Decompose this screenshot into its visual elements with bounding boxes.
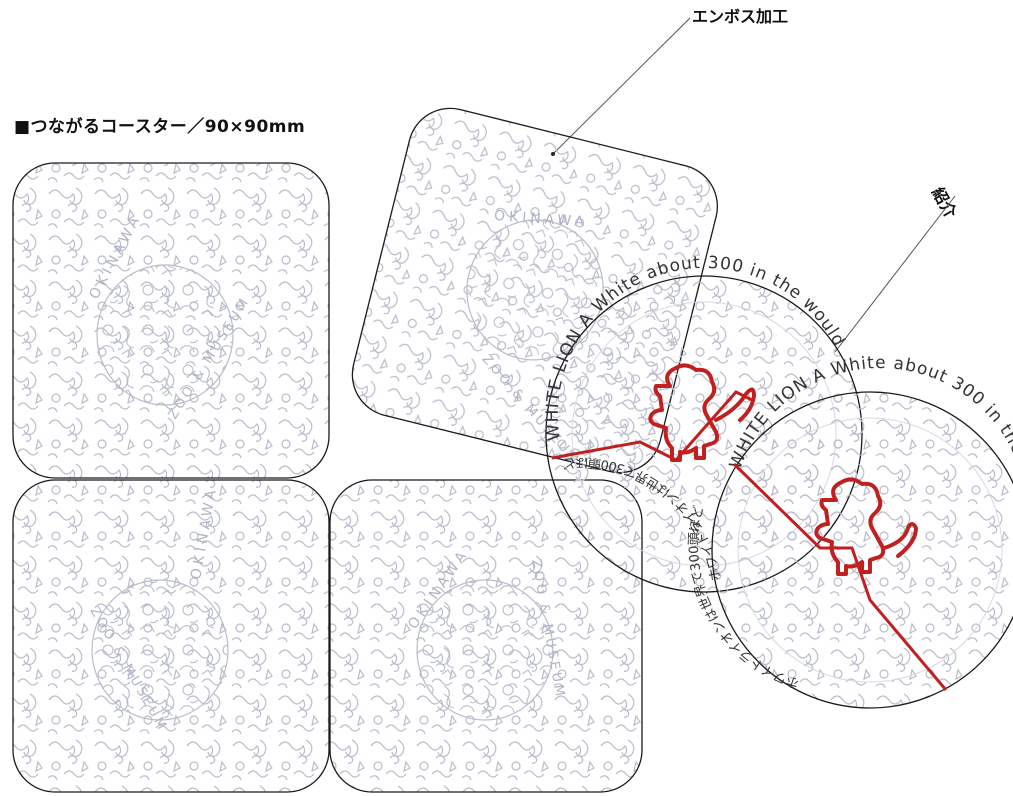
emboss-callout-line (552, 17, 691, 155)
coaster-brand-top: OKINAWA (493, 208, 588, 231)
page-heading: ■つながるコースター／90×90mm (14, 117, 306, 137)
lion-icon (648, 363, 756, 462)
connector-line (732, 462, 948, 691)
square-coaster-bottom-left: OKINAWA ZOO & MUSEUM (12, 479, 330, 793)
intro-callout-line (834, 195, 956, 353)
lion-icon (814, 477, 918, 576)
square-coaster-bottom-right: OKINAWA ZOO & MUSEUM (329, 479, 643, 793)
emboss-callout-label: エンボス加工 (692, 7, 789, 26)
square-coaster-top-left: OKINAWA ZOO & MUSEUM (12, 162, 330, 479)
connector-line (551, 390, 753, 462)
circle-coaster-left: WHITE LION A White about 300 in the woul… (543, 253, 863, 593)
